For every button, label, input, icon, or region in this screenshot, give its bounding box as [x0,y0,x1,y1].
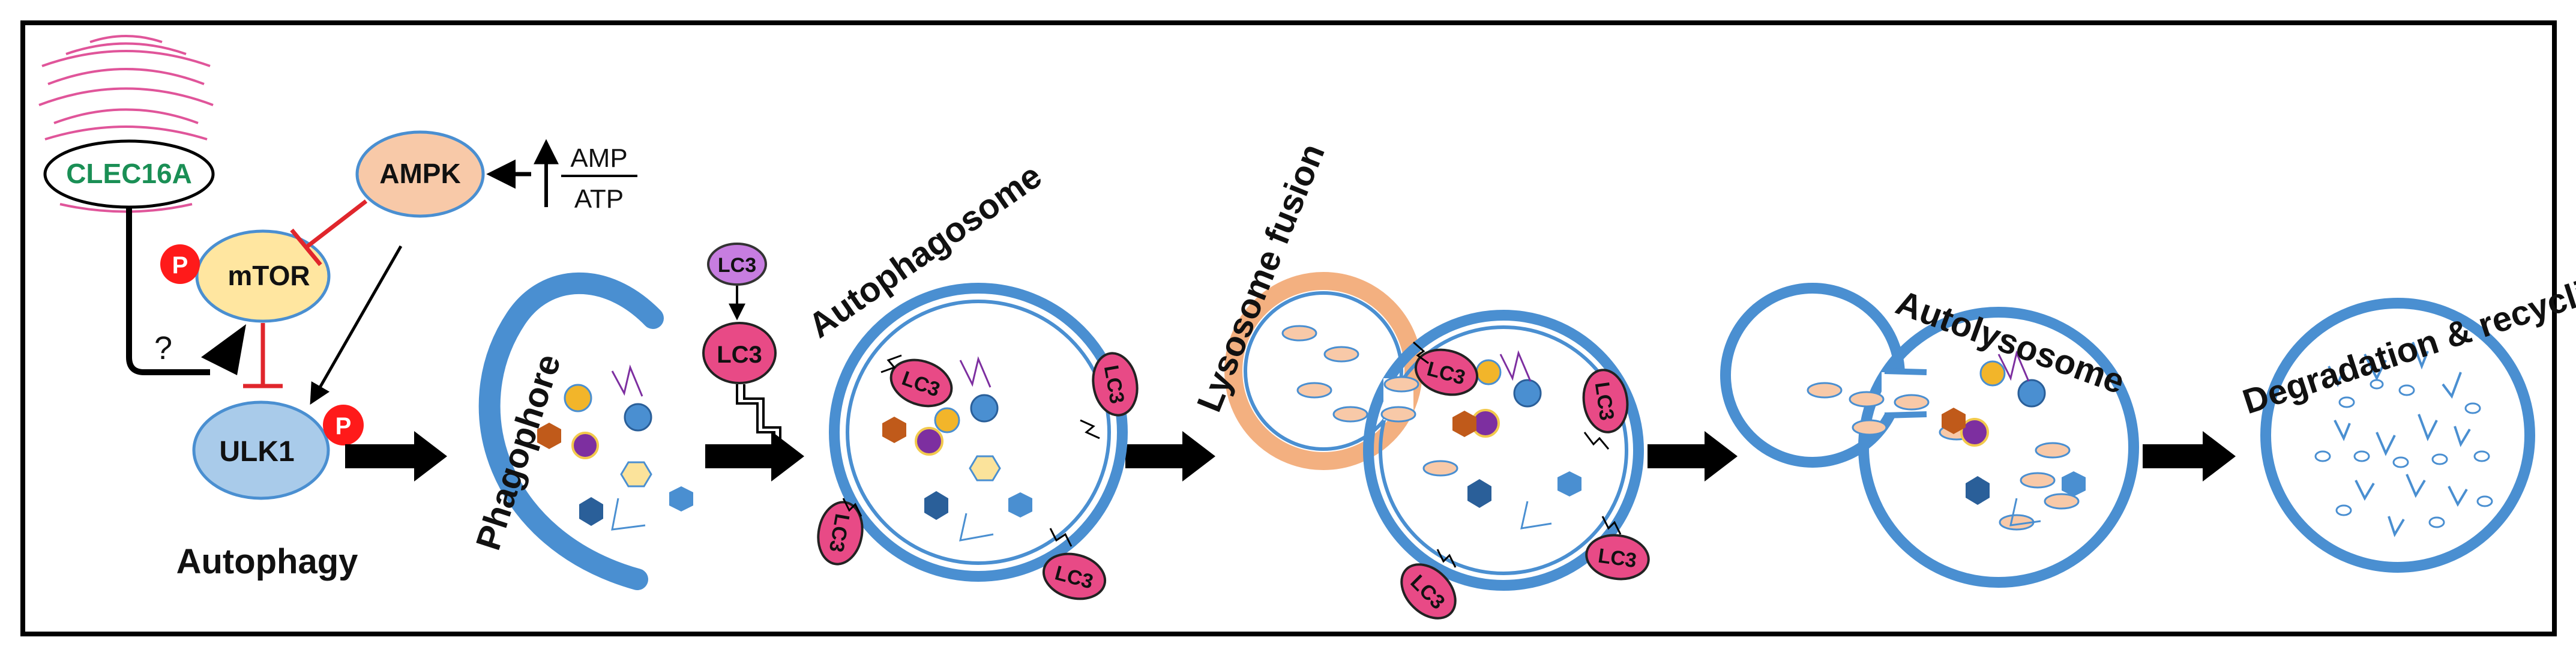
step-arrow-2 [705,431,804,481]
fusion-lc3-tags [1391,341,1653,629]
atp-label: ATP [574,184,624,214]
clec16a-to-mtor-path [126,208,210,375]
lc3-free-node: LC3 [707,243,767,286]
svg-text:LC3: LC3 [718,254,756,277]
mtor-label: mTOR [227,260,310,291]
svg-text:LC3: LC3 [717,342,762,368]
autophagosome-cargo [882,356,1032,542]
mtor-node: mTOR [195,229,331,323]
ampk-activates-ulk1-arrow [310,245,403,405]
fusing-autophagosome-membrane [1363,310,1644,591]
ulk1-label: ULK1 [219,436,294,468]
lysosome-membrane [1224,272,1422,470]
lc3-lipidated-node: LC3 [702,322,777,384]
svg-text:P: P [172,252,188,279]
step-arrow-5 [2143,431,2236,481]
phagophore-cargo [537,364,693,531]
amp-label: AMP [570,143,627,173]
step-arrow-3 [1125,431,1215,481]
lc3-lipid-anchor [736,384,775,450]
mtor-inhibits-ulk1 [243,323,283,388]
question-mark: ? [154,330,172,366]
ulk1-phospho-badge: P [323,405,364,445]
clec16a-node: CLEC16A [43,139,215,209]
autophagosome-lc3-tags [812,348,1143,607]
amp-atp-ratio: AMP ATP [534,139,637,214]
autophagy-label: Autophagy [176,542,358,581]
degradation-particles [2314,379,2493,528]
ampk-label: AMPK [379,158,460,189]
lysosome-enzymes [1281,325,1458,477]
step-arrow-1 [345,431,447,481]
autophagosome-membrane [829,283,1128,582]
autolysosome-cargo [1942,350,2086,527]
autophagosome-label: Autophagosome [801,156,1049,346]
degradation-fragments [2328,342,2471,537]
svg-text:P: P [336,413,352,439]
phagophore-membrane [478,272,664,590]
fusion-cargo [1452,350,1581,530]
figure-frame [20,20,2557,636]
ulk1-node: ULK1 [192,400,330,500]
mtor-phospho-badge: P [160,244,200,284]
degradation-vesicle-membrane [2260,298,2535,573]
ampk-inhibits-mtor [290,199,368,267]
clec16a-to-mtor-arrowhead [201,324,246,375]
autolysosome-small-lobe [1720,283,1905,468]
autolysosome-membrane [1858,307,2139,588]
step-arrow-4 [1648,431,1738,481]
clec16a-label: CLEC16A [66,158,192,189]
ampk-node: AMPK [355,130,485,218]
